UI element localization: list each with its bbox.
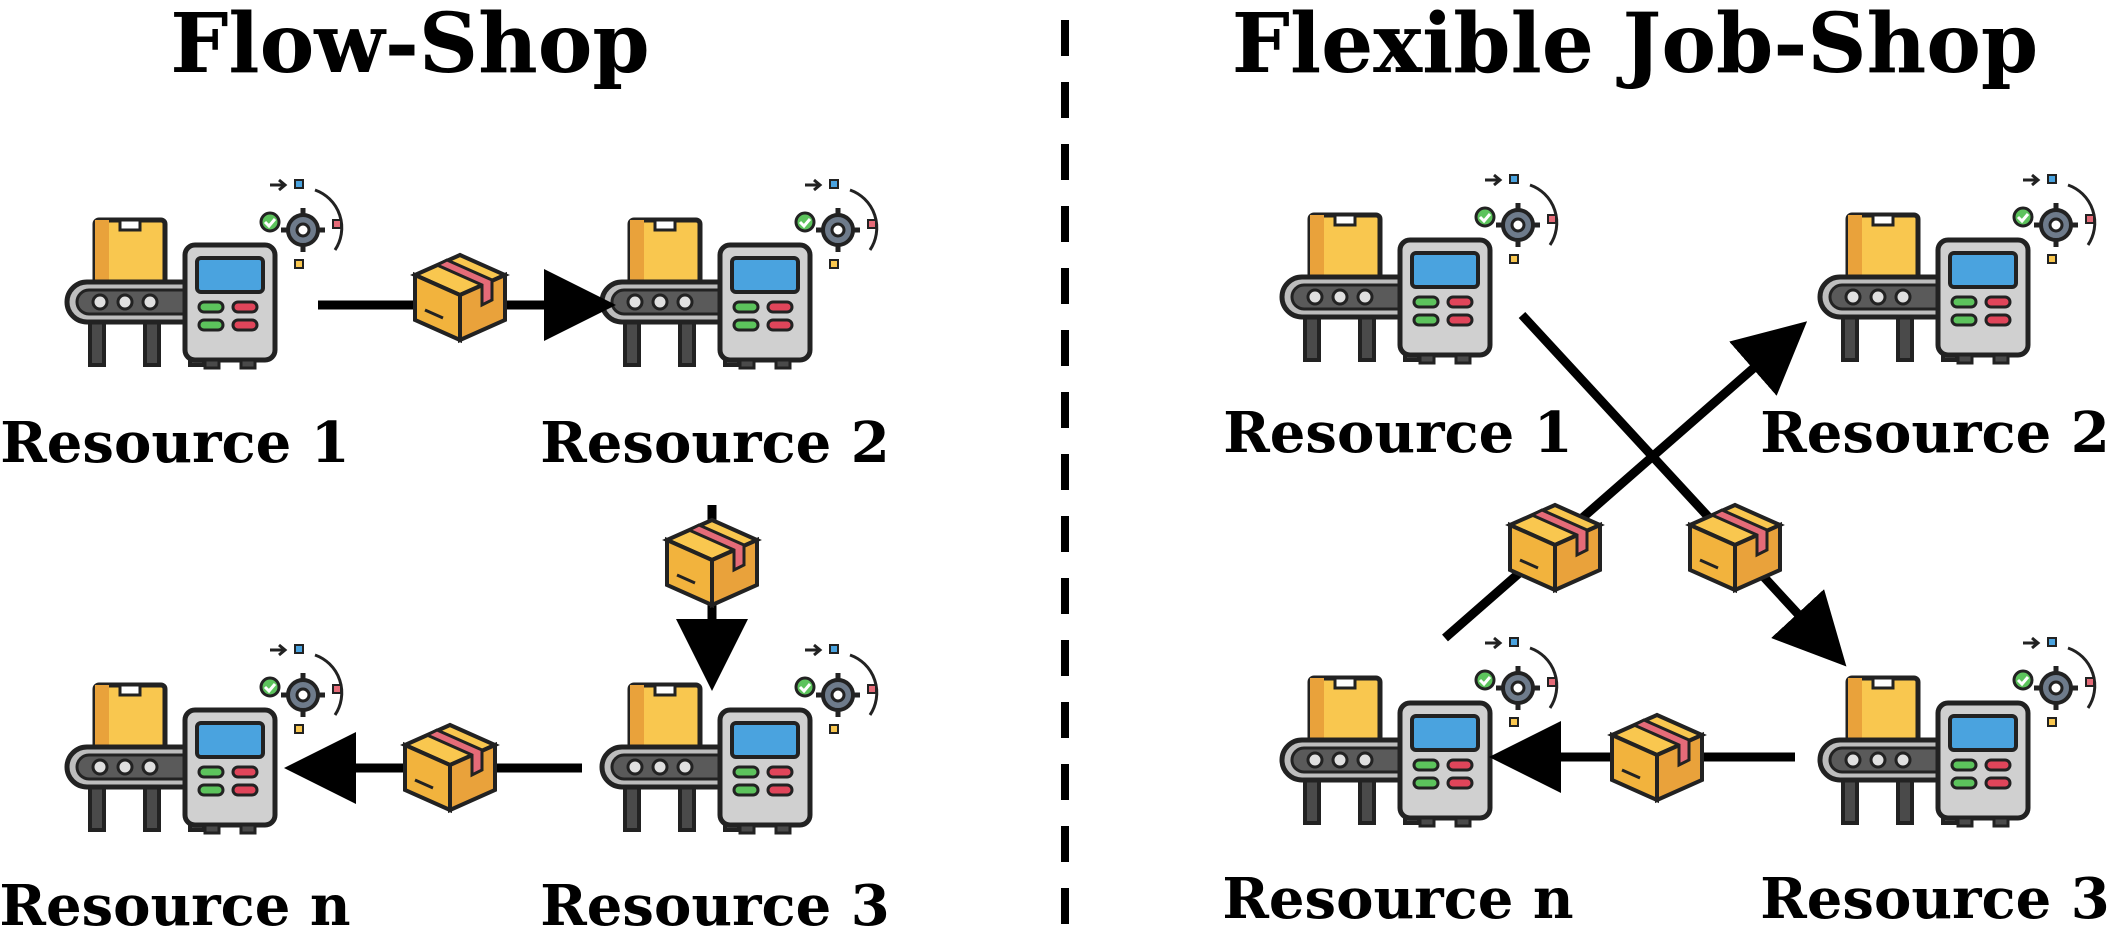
flex-resource-2-label: Resource 2 <box>1760 400 2109 466</box>
package-icon <box>403 723 497 812</box>
conveyor-machine-icon <box>67 180 342 368</box>
conveyor-machine-icon <box>1282 638 1557 826</box>
flow-shop-title: Flow-Shop <box>170 0 650 92</box>
package-icon <box>665 518 759 607</box>
package-icon <box>1688 503 1782 592</box>
conveyor-machine-icon <box>1820 175 2095 363</box>
flow-resource-n-label: Resource n <box>0 873 351 939</box>
flex-resource-1-label: Resource 1 <box>1223 400 1572 466</box>
flex-arrow-1-3 <box>1518 311 1847 667</box>
package-icon <box>413 253 507 342</box>
conveyor-machine-icon <box>602 180 877 368</box>
package-icon <box>1508 503 1602 592</box>
flexible-job-shop-title: Flexible Job-Shop <box>1232 0 2039 92</box>
conveyor-machine-icon <box>1282 175 1557 363</box>
flow-resource-1-label: Resource 1 <box>0 410 349 476</box>
flow-resource-2-label: Resource 2 <box>540 410 889 476</box>
flex-arrow-n-2 <box>1442 321 1808 642</box>
flow-shop-panel: Flow-Shop Resource 1 Resource 2 Resource… <box>0 0 890 939</box>
flexible-job-shop-panel: Flexible Job-Shop Resource 1 Resource 2 … <box>1222 0 2109 932</box>
conveyor-machine-icon <box>602 645 877 833</box>
conveyor-machine-icon <box>67 645 342 833</box>
conveyor-machine-icon <box>1820 638 2095 826</box>
flex-resource-3-label: Resource 3 <box>1760 866 2109 932</box>
flow-resource-3-label: Resource 3 <box>540 873 889 939</box>
flex-resource-n-label: Resource n <box>1222 866 1573 932</box>
package-icon <box>1610 713 1704 802</box>
